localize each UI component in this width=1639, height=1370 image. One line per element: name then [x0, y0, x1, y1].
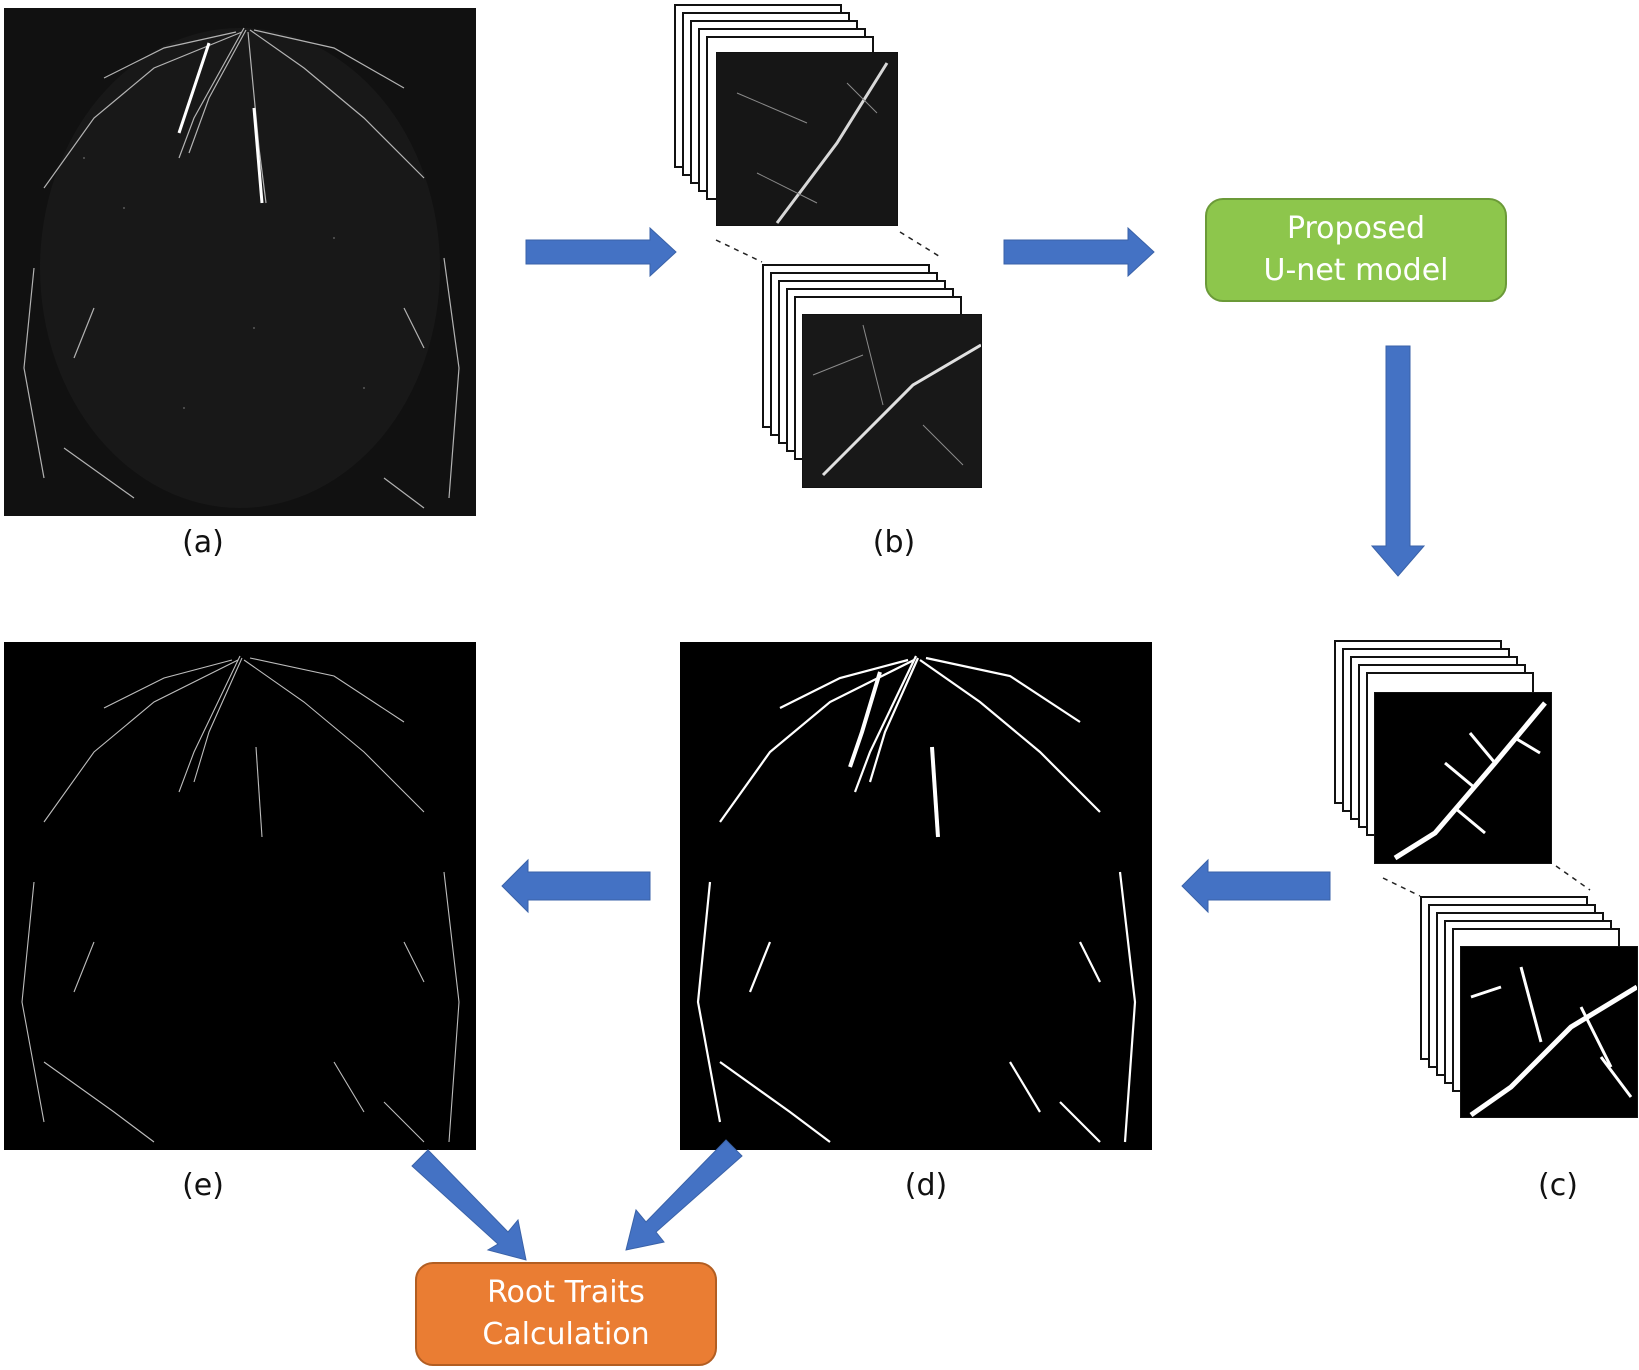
grayscale-patch-2 — [802, 314, 982, 488]
segmented-patch-2 — [1460, 946, 1638, 1118]
segmented-stack-bottom — [1420, 896, 1639, 1136]
segmented-stack-top — [1334, 640, 1574, 880]
label-e: (e) — [143, 1168, 263, 1203]
label-a: (a) — [143, 525, 263, 560]
arrow-e-to-traits — [412, 1150, 526, 1260]
skeleton-output-image — [4, 642, 476, 1150]
arrow-d-to-traits — [626, 1140, 742, 1250]
root-traits-box: Root Traits Calculation — [415, 1262, 717, 1366]
arrow-d-to-e — [502, 860, 650, 912]
grayscale-patch-1 — [716, 52, 898, 226]
arrow-a-to-b — [526, 228, 676, 276]
label-c: (c) — [1498, 1168, 1618, 1203]
original-root-texture — [4, 8, 476, 516]
segmented-patch-1 — [1374, 692, 1552, 864]
segmentation-output-image — [680, 642, 1152, 1150]
label-b: (b) — [834, 525, 954, 560]
unet-line-2: U-net model — [1264, 250, 1449, 292]
traits-line-2: Calculation — [482, 1314, 649, 1356]
arrow-model-to-c — [1372, 346, 1424, 576]
arrow-b-to-model — [1004, 228, 1154, 276]
skeleton-texture — [4, 642, 476, 1150]
traits-line-1: Root Traits — [487, 1272, 645, 1314]
label-d: (d) — [866, 1168, 986, 1203]
patch-stack-top — [674, 4, 914, 244]
patch-stack-bottom — [762, 264, 1002, 504]
unet-line-1: Proposed — [1287, 208, 1425, 250]
segmentation-texture — [680, 642, 1152, 1150]
dashed-link-c-left — [1383, 878, 1420, 896]
arrow-c-to-d — [1182, 860, 1330, 912]
original-root-image — [4, 8, 476, 516]
unet-model-box: Proposed U-net model — [1205, 198, 1507, 302]
